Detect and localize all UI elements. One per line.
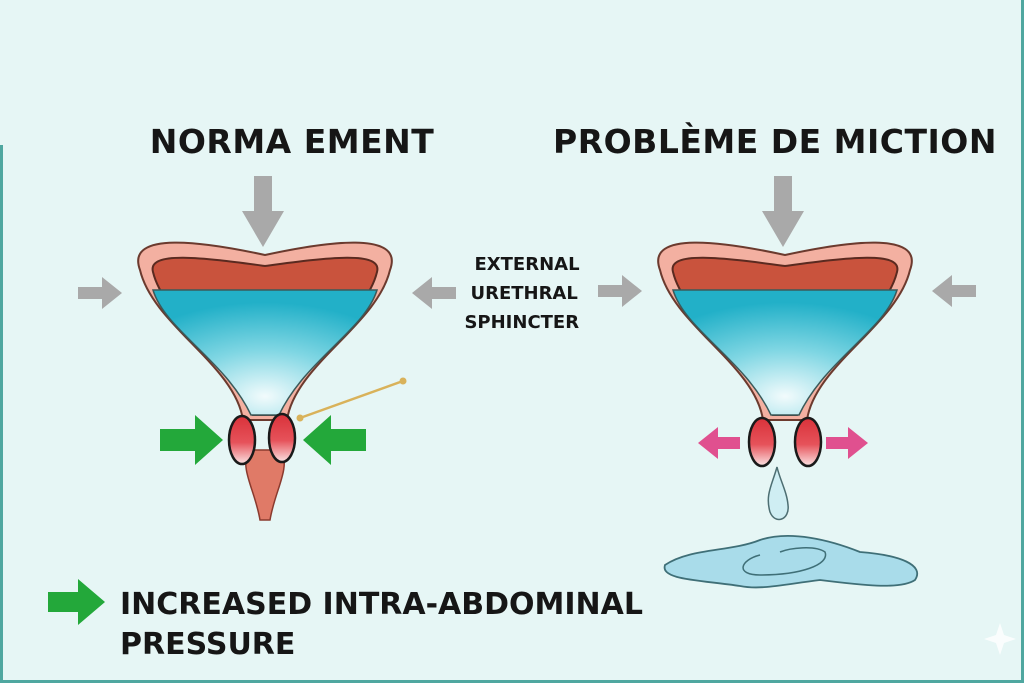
left-border [0,145,3,683]
pressure-arrow-side [412,277,456,309]
urethra [244,449,286,521]
pink-arrow-right [826,427,868,459]
pressure-arrow-side [598,275,642,307]
pink-arrow-left [698,427,740,459]
green-arrow-right [160,415,223,465]
sphincter-left [747,416,777,468]
title-problem: PROBLÈME DE MICTION [553,122,997,161]
legend-text: PRESSURE [120,627,296,662]
bottom-border [0,680,1024,683]
legend-text: INCREASED INTRA-ABDOMINAL [120,587,643,622]
title-normal: NORMA EMENT [149,122,435,161]
label-line: URETHRAL [470,283,578,304]
pressure-arrow-side [932,275,976,307]
urine-puddle [663,535,918,589]
pressure-arrow-side [78,277,122,309]
pressure-arrow-down-left [242,176,284,247]
urine-drop [767,466,789,521]
pressure-arrow-down-right [762,176,804,247]
sphincter-right [793,416,823,468]
sphincter-label: EXTERNAL URETHRAL SPHINCTER [464,250,580,337]
label-line: SPHINCTER [464,312,580,333]
label-line: EXTERNAL [474,254,580,275]
sparkle-icon [984,623,1016,655]
sphincter-left [227,414,257,466]
green-arrow-left [303,415,366,465]
right-border [1021,0,1024,683]
legend-green-arrow-icon [48,579,105,625]
sphincter-right [267,412,297,464]
legend: INCREASED INTRA-ABDOMINAL PRESSURE [120,585,643,665]
problem-bladder [657,241,918,589]
pointer-line [299,379,404,420]
normal-bladder [137,241,407,521]
